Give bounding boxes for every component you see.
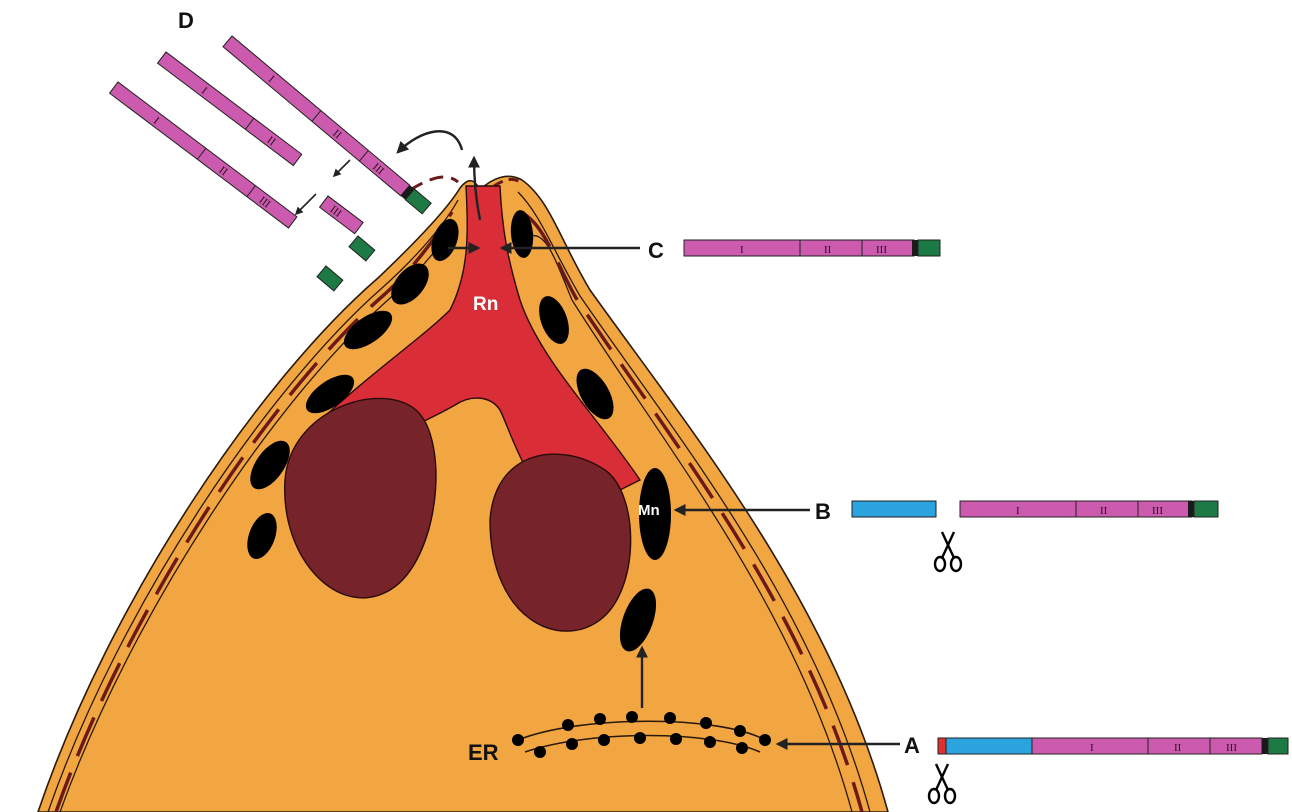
- domain-II: II: [824, 244, 832, 256]
- label-B: B: [815, 499, 831, 524]
- arrow-curve: [398, 131, 462, 152]
- domain-III: III: [1152, 505, 1163, 517]
- protein-D-released-3: III: [320, 196, 364, 234]
- scissors-icon: [929, 764, 955, 803]
- label-Rn: Rn: [473, 294, 498, 315]
- domain-II: II: [1174, 742, 1182, 754]
- scissors-icon: [935, 532, 961, 571]
- domain-I: I: [740, 244, 744, 256]
- membrane-tails: [317, 236, 375, 291]
- domain-III: III: [876, 244, 887, 256]
- protein-D-released-2: I II: [158, 52, 302, 165]
- domain-I: I: [1090, 742, 1094, 754]
- domain-II: II: [1100, 505, 1108, 517]
- label-C: C: [648, 238, 664, 263]
- label-A: A: [904, 733, 920, 758]
- label-ER: ER: [468, 740, 499, 765]
- label-Mn: Mn: [638, 502, 660, 519]
- domain-I: I: [1016, 505, 1020, 517]
- protein-D-released-1: I II III: [110, 82, 297, 228]
- protein-A: I II III: [938, 738, 1288, 754]
- label-D: D: [178, 8, 194, 33]
- protein-B: I II III: [852, 501, 1218, 517]
- domain-III: III: [1226, 742, 1237, 754]
- protein-C: I II III: [684, 240, 940, 256]
